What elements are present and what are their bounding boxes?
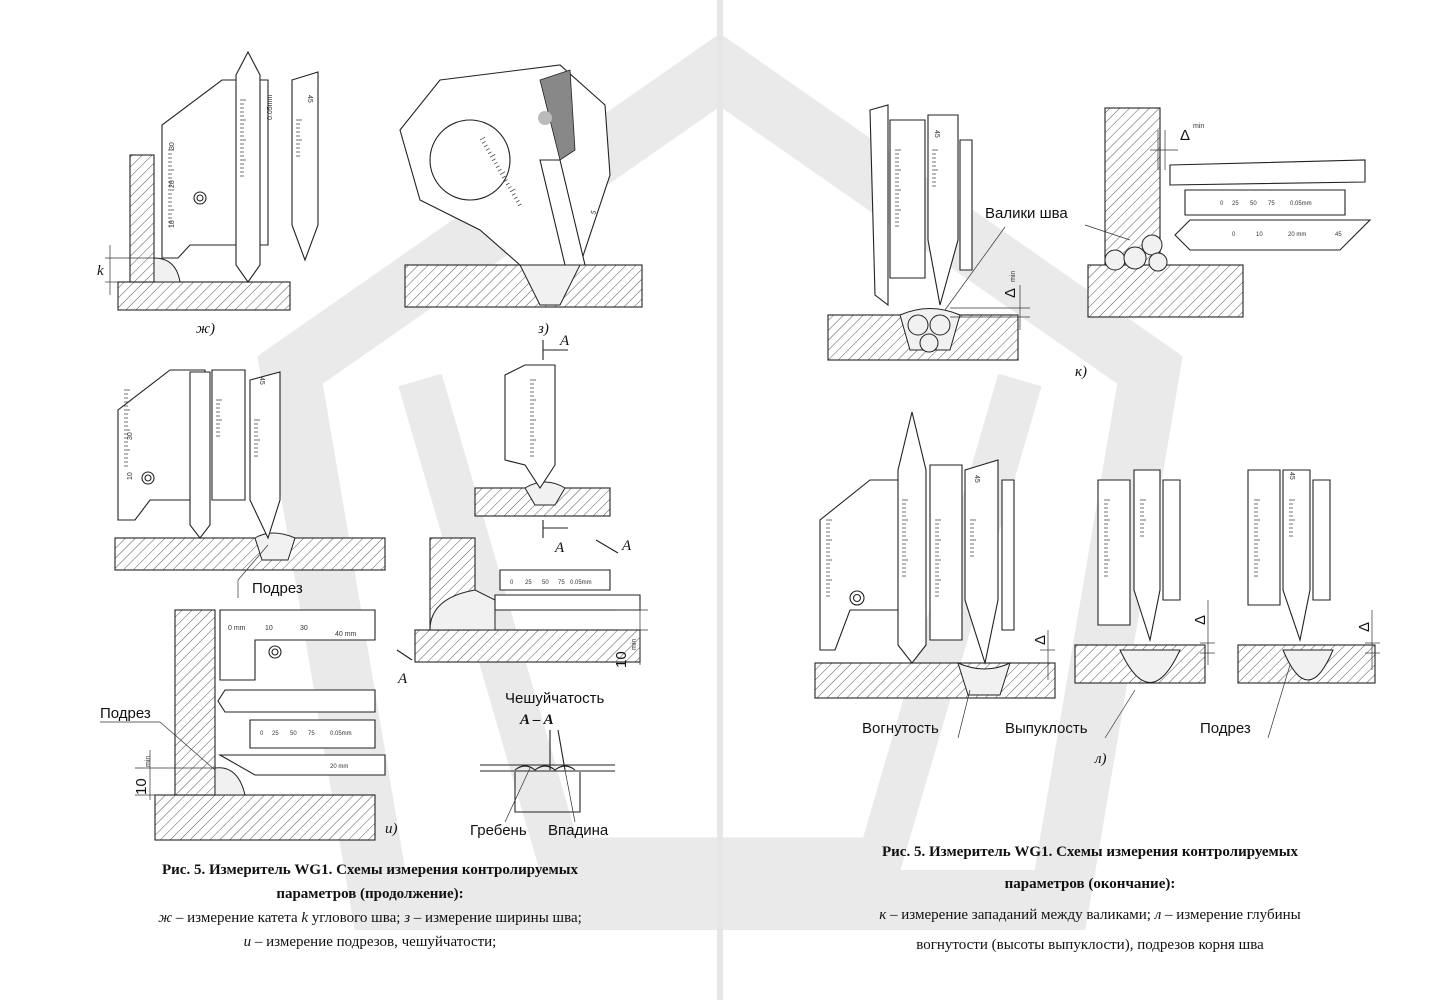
figure-z: 5 з) xyxy=(399,64,643,337)
zh-wall-plate xyxy=(129,154,155,283)
i-figure-label: и) xyxy=(385,821,398,837)
svg-text:0.05mm: 0.05mm xyxy=(570,580,592,586)
svg-text:50: 50 xyxy=(542,580,549,586)
svg-text:45: 45 xyxy=(933,130,940,138)
svg-text:20: 20 xyxy=(169,180,176,188)
zh-slider xyxy=(235,50,261,283)
svg-text:10: 10 xyxy=(169,220,176,228)
svg-text:30: 30 xyxy=(127,432,134,440)
l-figure-label: л) xyxy=(1094,751,1107,767)
svg-text:min: min xyxy=(631,639,638,650)
svg-text:0: 0 xyxy=(1232,232,1236,238)
svg-text:0: 0 xyxy=(510,580,514,586)
svg-text:A: A xyxy=(559,333,570,349)
i-vpadina-label: Впадина xyxy=(548,822,609,839)
svg-text:Δ: Δ xyxy=(1356,622,1373,632)
i-dim-10b: 10 xyxy=(613,651,630,668)
svg-text:10: 10 xyxy=(1256,232,1263,238)
zh-deg-label: 45 xyxy=(306,95,313,103)
svg-text:10: 10 xyxy=(127,472,134,480)
svg-text:0: 0 xyxy=(1220,201,1224,207)
i-section-aa-label: A – A xyxy=(519,712,554,728)
svg-text:75: 75 xyxy=(1268,201,1275,207)
l-podrez-label: Подрез xyxy=(1200,720,1251,737)
svg-text:20 mm: 20 mm xyxy=(1288,232,1306,238)
i-chesh-label: Чешуйчатость xyxy=(505,690,604,707)
svg-text:25: 25 xyxy=(1232,201,1239,207)
svg-text:50: 50 xyxy=(290,731,297,737)
zh-res-label: 0.05mm xyxy=(267,95,274,120)
svg-text:25: 25 xyxy=(525,580,532,586)
svg-text:10: 10 xyxy=(265,625,273,632)
svg-text:20 mm: 20 mm xyxy=(330,764,348,770)
k-figure-label: к) xyxy=(1075,364,1087,380)
caption-right-body: к – измерение западаний между валиками; … xyxy=(879,907,1301,953)
i-greben-label: Гребень xyxy=(470,822,527,839)
svg-text:50: 50 xyxy=(1250,201,1257,207)
zh-weld xyxy=(153,257,181,283)
i-podrez-left-label: Подрез xyxy=(100,705,151,722)
caption-left-body: ж – измерение катета k углового шва; з –… xyxy=(158,910,582,950)
caption-right: Рис. 5. Измеритель WG1. Схемы измерения … xyxy=(830,836,1350,960)
svg-text:75: 75 xyxy=(308,731,315,737)
zh-pointer xyxy=(291,71,319,262)
figure-l: 45 Δ Вогнутость Δ Выпуклость 45 Δ Подрез xyxy=(814,411,1380,767)
svg-text:5: 5 xyxy=(590,210,598,216)
svg-text:0.05mm: 0.05mm xyxy=(330,731,352,737)
svg-text:min: min xyxy=(1010,271,1017,282)
svg-text:40 mm: 40 mm xyxy=(335,631,357,638)
z-plate xyxy=(404,264,643,308)
svg-text:75: 75 xyxy=(558,580,565,586)
svg-text:Δ: Δ xyxy=(1192,615,1209,625)
svg-text:A: A xyxy=(621,538,632,554)
svg-text:Δ: Δ xyxy=(1180,127,1190,144)
svg-text:min: min xyxy=(1193,123,1204,130)
svg-text:30: 30 xyxy=(300,625,308,632)
figure-zh: 10 20 30 45 0.05mm k ж) xyxy=(97,50,319,337)
zh-base-plate xyxy=(117,281,291,311)
l-vognutost-label: Вогнутость xyxy=(862,720,939,737)
svg-text:45: 45 xyxy=(1288,472,1295,480)
svg-text:A: A xyxy=(397,671,408,687)
figure-i-fillet: 0 25 50 75 0.05mm 10 min A xyxy=(396,537,648,687)
svg-text:25: 25 xyxy=(272,731,279,737)
caption-left-title: Рис. 5. Измеритель WG1. Схемы измерения … xyxy=(162,862,578,902)
svg-text:45: 45 xyxy=(1335,232,1342,238)
i-podrez-top-label: Подрез xyxy=(252,580,303,597)
svg-text:45: 45 xyxy=(258,377,265,385)
svg-text:30: 30 xyxy=(169,142,176,150)
l-vypuklost-label: Выпуклость xyxy=(1005,720,1088,737)
i-plate-upper xyxy=(114,537,386,571)
svg-text:Δ: Δ xyxy=(1032,635,1049,645)
figure-i-aa: Чешуйчатость A – A Гребень Впадина xyxy=(470,690,615,839)
svg-text:0.05mm: 0.05mm xyxy=(1290,201,1312,207)
zh-k-label: k xyxy=(97,263,104,279)
k-valiki-label: Валики шва xyxy=(985,205,1068,222)
figure-i-section-a: A A A xyxy=(474,333,632,556)
caption-right-title: Рис. 5. Измеритель WG1. Схемы измерения … xyxy=(882,844,1298,892)
svg-text:45: 45 xyxy=(973,475,980,483)
i-dim-10: 10 xyxy=(133,778,150,795)
svg-text:Δ: Δ xyxy=(1002,288,1019,298)
svg-text:0: 0 xyxy=(260,731,264,737)
figure-k: 45 Δ min 0 25 50 75 0.05mm 0 10 20 mm 45… xyxy=(827,104,1372,380)
caption-left: Рис. 5. Измеритель WG1. Схемы измерения … xyxy=(100,858,640,954)
svg-text:0 mm: 0 mm xyxy=(228,625,246,632)
zh-figure-label: ж) xyxy=(196,321,215,337)
z-figure-label: з) xyxy=(537,321,549,337)
svg-text:A: A xyxy=(554,540,565,556)
figure-i-lower: 0 mm 10 30 40 mm 0 25 50 75 0.05mm 20 mm… xyxy=(100,609,398,841)
svg-text:min: min xyxy=(145,756,152,767)
figure-i-upper: 10 30 45 Подрез xyxy=(114,369,386,598)
